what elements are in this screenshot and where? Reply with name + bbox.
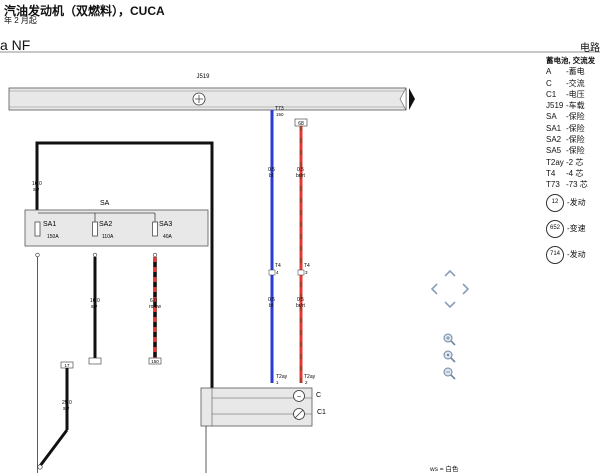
sa3-rating: 40A [163, 234, 173, 240]
svg-text:sw: sw [91, 304, 98, 310]
chevron-right-icon[interactable] [462, 283, 470, 295]
reference-circle: 714 [546, 245, 564, 264]
legend-row: A-蓄电 [546, 67, 585, 77]
svg-text:68: 68 [298, 121, 304, 127]
reference-circle: 652 [546, 219, 564, 238]
diagram-category: 电路 [580, 43, 600, 54]
legend-row: SA-保险 [546, 112, 585, 122]
chevron-left-icon[interactable] [430, 283, 438, 295]
sa1-rating: 150A [47, 234, 59, 240]
svg-text:0.5: 0.5 [268, 297, 275, 303]
fuse-sa2-icon [92, 221, 98, 237]
svg-text:2: 2 [305, 380, 308, 385]
svg-text:16.0: 16.0 [90, 298, 100, 304]
sa-label: SA [100, 200, 110, 207]
svg-text:T4: T4 [275, 263, 281, 269]
chevron-down-icon[interactable] [444, 301, 456, 309]
svg-text:6.0: 6.0 [150, 298, 157, 304]
legend-row: T4-4 芯 [546, 168, 584, 178]
diagram-navigation [430, 269, 470, 309]
svg-text:sw: sw [63, 406, 70, 412]
document-title: 汽油发动机（双燃料），CUCA [4, 4, 165, 18]
color-key-note: ws = 白色 [430, 466, 459, 473]
svg-text:3: 3 [305, 270, 308, 275]
main-wire-color: sw [33, 187, 40, 193]
svg-text:4: 4 [276, 270, 279, 275]
legend-row: C1-电压 [546, 89, 585, 99]
component-legend: 蓄电池, 交流发 A-蓄电 C-交流 C1-电压 J519-车载 SA-保险 S… [546, 55, 600, 266]
battery-wire: 17 25.0 sw [37, 361, 74, 470]
svg-text:bl: bl [269, 173, 273, 179]
legend-row: J519-车载 [546, 101, 585, 111]
svg-text:~: ~ [297, 394, 301, 401]
fuse-sa1-icon [34, 221, 41, 237]
j519-label: J519 [196, 74, 210, 80]
sa1-label: SA1 [43, 221, 56, 228]
main-wire-size: 16.0 [32, 181, 42, 187]
svg-text:0.5: 0.5 [297, 167, 304, 173]
alternator-c-label: C [316, 392, 321, 399]
svg-text:br/rt: br/rt [296, 173, 306, 179]
legend-circle-row: 714-发动 [546, 244, 600, 266]
reference-circle: 12 [546, 193, 564, 212]
alternator-component: ~ C C1 [200, 387, 326, 473]
terminal-150 [148, 357, 162, 365]
main-wire: 16.0 sw [32, 141, 214, 388]
svg-text:T73: T73 [275, 106, 284, 112]
legend-row: SA5-保险 [546, 146, 585, 156]
svg-text:1: 1 [276, 380, 279, 385]
diagram-name: a NF [0, 37, 31, 53]
sa3-label: SA3 [159, 221, 172, 228]
legend-circle-row: 652-变速 [546, 218, 600, 240]
svg-text:T4: T4 [304, 263, 310, 269]
j519-control-unit: J519 [8, 74, 415, 111]
svg-text:25.0: 25.0 [62, 400, 72, 406]
legend-heading: 蓄电池, 交流发 [546, 56, 596, 65]
red-signal-wire: 68 0.5 br/rt T4 3 0.5 br/rt T2ay 2 [294, 118, 316, 385]
svg-text:T2ay: T2ay [304, 374, 316, 380]
sa2-output-wire: 16.0 sw [88, 257, 102, 365]
blue-signal-wire: T73 150 0.5 bl T4 4 0.5 bl T2ay 1 [268, 106, 288, 385]
sa3-output-wire: 6.0 ro/sw 150 [148, 257, 162, 365]
legend-row: SA1-保险 [546, 123, 585, 133]
svg-text:150: 150 [276, 112, 284, 117]
connector-t4-pin4 [268, 269, 276, 276]
svg-text:br/rt: br/rt [296, 303, 306, 309]
zoom-out-icon[interactable] [443, 367, 456, 380]
chevron-up-icon[interactable] [444, 269, 456, 277]
alternator-symbol-icon [293, 390, 305, 402]
svg-text:150: 150 [151, 359, 159, 364]
connector-t4-pin3 [297, 269, 305, 276]
svg-text:bl: bl [269, 303, 273, 309]
sa2-label: SA2 [99, 221, 112, 228]
zoom-reset-icon[interactable] [443, 350, 456, 363]
svg-text:17: 17 [64, 363, 70, 368]
legend-row: T73-73 芯 [546, 180, 588, 190]
fuse-sa3-icon [152, 221, 158, 237]
legend-row: T2ay-2 芯 [546, 157, 584, 167]
sa-fuse-box: SA SA1 150A SA2 110A SA3 40A [24, 200, 209, 258]
legend-row: C-交流 [546, 78, 585, 88]
legend-circle-row: 12-发动 [546, 192, 600, 214]
regulator-c1-label: C1 [317, 409, 326, 416]
terminal-block [88, 357, 102, 365]
zoom-in-icon[interactable] [443, 333, 456, 346]
sa2-rating: 110A [102, 234, 114, 240]
document-subtitle: 年 2 月起 [4, 16, 37, 25]
svg-text:ro/sw: ro/sw [149, 304, 161, 310]
svg-text:T2ay: T2ay [276, 374, 288, 380]
svg-text:0.5: 0.5 [297, 297, 304, 303]
svg-text:0.5: 0.5 [268, 167, 275, 173]
legend-row: SA2-保险 [546, 135, 585, 145]
